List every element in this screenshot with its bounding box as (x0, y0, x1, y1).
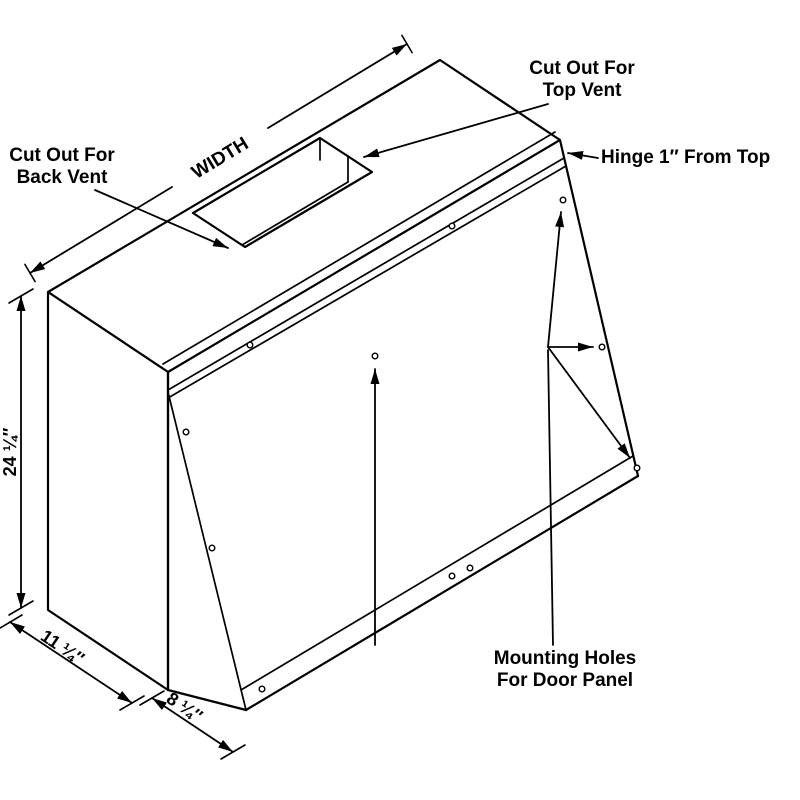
dimension-depth-lower (0, 614, 145, 711)
bottom-front-edge (244, 474, 640, 712)
width-dim-tick-right (401, 34, 413, 54)
mounting-hole (633, 464, 641, 472)
mounting-holes-arrow-down (547, 346, 631, 459)
top-vent-cutout (191, 136, 374, 249)
dimension-depth-bottom (139, 690, 246, 760)
hinge-rail-lower-line (167, 165, 567, 399)
back-vent-leader-arrow (94, 189, 229, 249)
dimension-width (24, 34, 413, 283)
depth-lower-dim-line (9, 621, 133, 704)
mounting-hole (258, 685, 266, 693)
front-opening-left-slant (167, 391, 247, 711)
depth-bottom-tick-bottom (220, 744, 246, 760)
cutout-inner-floor-edge (241, 181, 349, 246)
mounting-hole (182, 428, 190, 436)
mounting-holes (182, 196, 641, 693)
width-dim-line-right (267, 43, 408, 129)
label-cutout-top-vent-line2: Top Vent (543, 80, 622, 101)
depth-lower-tick-top (0, 614, 23, 629)
dimension-height (8, 288, 34, 616)
hinge-rail-upper-line (167, 157, 565, 391)
label-hinge: Hinge 1″ From Top (601, 147, 770, 168)
label-cutout-back-vent-line2: Back Vent (17, 167, 108, 188)
mounting-holes-arrow-up (547, 211, 565, 348)
label-mounting-holes-line2: For Door Panel (497, 670, 633, 691)
hinge-leader-arrow (567, 151, 599, 160)
height-dim-tick-top (8, 288, 34, 304)
depth-lower-tick-bottom (119, 695, 145, 711)
height-dim-tick-bottom (8, 600, 34, 616)
label-mounting-holes-line1: Mounting Holes (494, 648, 636, 669)
width-dim-tick-left (24, 263, 36, 283)
depth-bottom-dim-line (151, 697, 234, 753)
top-front-hem-line (162, 131, 556, 365)
right-front-edge (558, 138, 640, 478)
mounting-hole (208, 544, 216, 552)
label-cutout-top-vent-line1: Cut Out For (529, 58, 635, 79)
liner-body (46, 58, 640, 712)
mounting-hole (559, 196, 567, 204)
leader-arrows (94, 103, 631, 646)
top-vent-cutout-outline (191, 136, 374, 249)
mounting-hole (466, 564, 474, 572)
mounting-hole (371, 352, 379, 360)
mounting-holes-leader (547, 349, 554, 646)
mounting-hole (448, 222, 456, 230)
mounting-hole (246, 341, 254, 349)
mounting-hole (448, 572, 456, 580)
top-vent-leader-arrow (363, 103, 549, 158)
width-dim-line-left (29, 186, 173, 274)
dimension-text-height: 24 ¼″ (0, 427, 20, 476)
depth-bottom-tick-top (139, 690, 165, 706)
label-cutout-back-vent-line1: Cut Out For (9, 145, 115, 166)
bottom-lip-inner-line (240, 455, 634, 691)
mounting-hole (598, 343, 606, 351)
